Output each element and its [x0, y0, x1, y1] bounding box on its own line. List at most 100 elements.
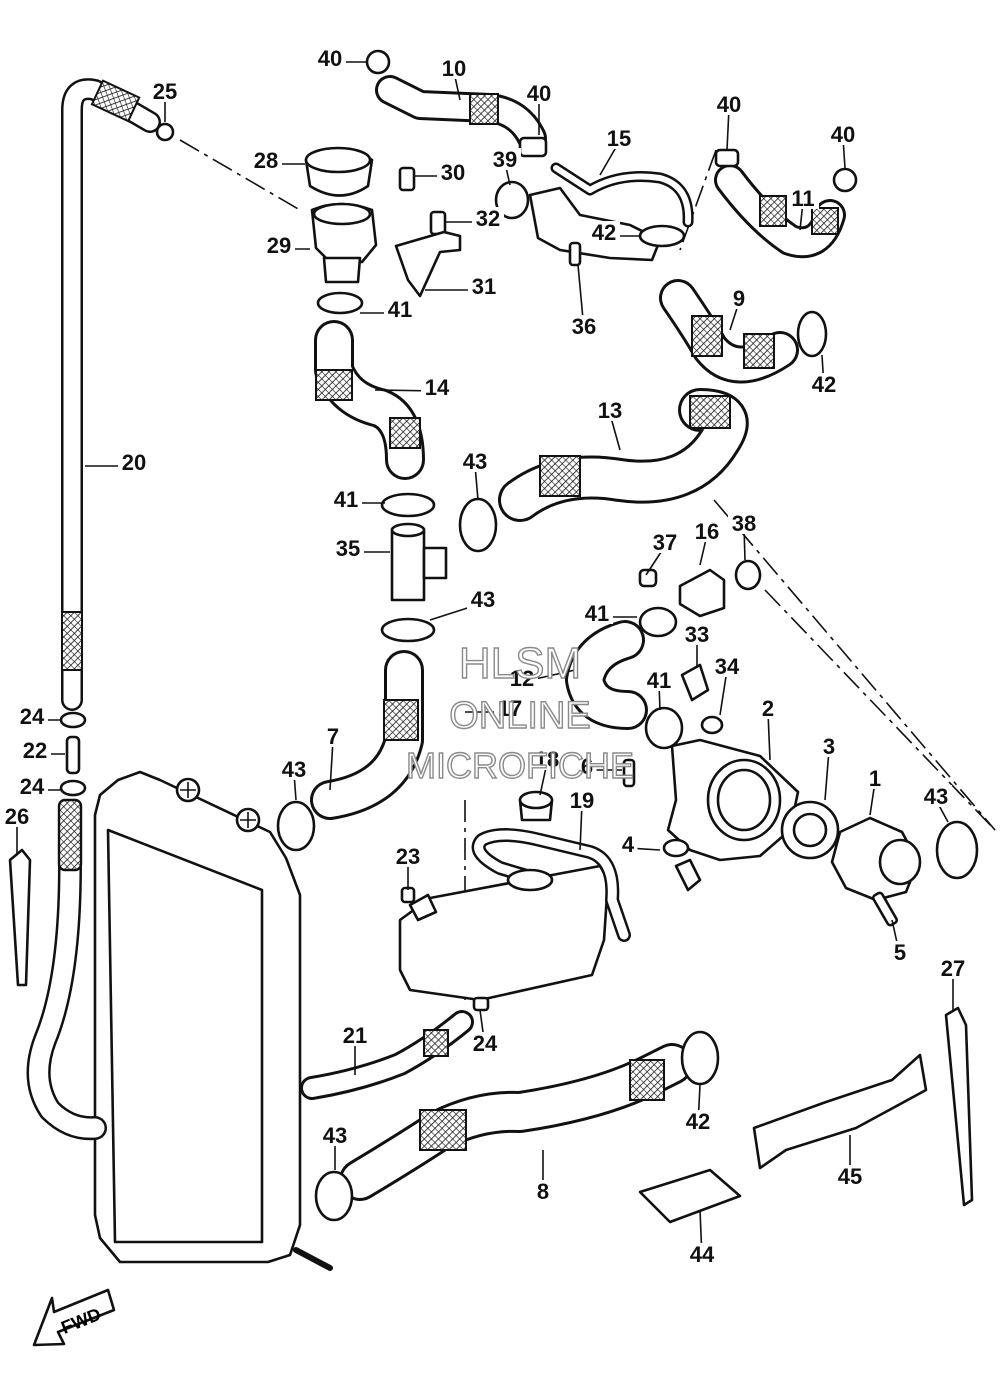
callout-background	[118, 451, 150, 473]
part-callout-39: 39	[493, 147, 517, 172]
part-callout-22: 22	[23, 738, 47, 763]
part-callout-45: 45	[838, 1164, 862, 1189]
part-callout-27: 27	[941, 956, 965, 981]
hose-7	[276, 650, 424, 852]
callout-background	[459, 450, 491, 472]
callout-background	[489, 148, 521, 170]
part-callout-38: 38	[732, 511, 756, 536]
callout-background	[469, 1032, 501, 1054]
callout-background	[472, 207, 504, 229]
part-callout-16: 16	[695, 519, 719, 544]
callout-background	[603, 127, 635, 149]
callout-background	[384, 298, 416, 320]
part-callout-43: 43	[323, 1123, 347, 1148]
callout-background	[278, 758, 310, 780]
labels-and-ties	[638, 1006, 974, 1224]
hose-8	[314, 1030, 720, 1222]
part-callout-40: 40	[318, 46, 342, 71]
small-hose-parts-left	[8, 711, 87, 987]
callout-background	[920, 785, 952, 807]
part-callout-28: 28	[254, 148, 278, 173]
part-callout-29: 29	[267, 233, 291, 258]
part-callout-19: 19	[570, 788, 594, 813]
reservoir-tank	[398, 790, 631, 1002]
callout-background	[531, 748, 563, 770]
callout-background	[681, 623, 713, 645]
part-callout-24: 24	[473, 1031, 498, 1056]
callout-background	[819, 735, 839, 757]
callout-background	[566, 789, 598, 811]
callout-background	[787, 187, 819, 209]
part-callout-8: 8	[537, 1179, 549, 1204]
thermostat-housing-group	[622, 559, 979, 927]
part-callout-37: 37	[653, 530, 677, 555]
fwd-arrow-icon: FWD	[32, 1288, 116, 1347]
leader-line	[719, 669, 728, 716]
part-callout-43: 43	[471, 587, 495, 612]
callout-background	[16, 705, 48, 727]
part-callout-26: 26	[5, 804, 29, 829]
part-callout-24: 24	[20, 704, 45, 729]
part-callout-40: 40	[717, 92, 741, 117]
callout-background	[437, 161, 469, 183]
callout-background	[686, 1243, 718, 1265]
part-callout-11: 11	[791, 186, 814, 211]
hose-14	[314, 291, 425, 480]
part-callout-13: 13	[598, 398, 622, 423]
callout-background	[339, 1024, 371, 1046]
part-callout-41: 41	[334, 487, 358, 512]
leader-line	[824, 749, 830, 801]
callout-background	[438, 57, 470, 79]
callout-background	[691, 520, 723, 542]
part-callout-31: 31	[472, 274, 496, 299]
part-callout-42: 42	[686, 1109, 710, 1134]
callout-background	[568, 315, 600, 337]
callout-background	[594, 399, 626, 421]
part-callout-41: 41	[585, 601, 609, 626]
outlet-pipe-15	[494, 162, 694, 267]
part-callout-5: 5	[894, 940, 906, 965]
part-callout-36: 36	[572, 314, 596, 339]
callout-background	[808, 373, 840, 395]
part-callout-40: 40	[527, 81, 551, 106]
part-callout-18: 18	[535, 747, 559, 772]
part-callout-6: 6	[581, 754, 593, 779]
part-callout-12: 12	[510, 666, 534, 691]
callout-background	[421, 376, 453, 398]
part-callout-9: 9	[733, 286, 745, 311]
watermark-line-1: HLSM	[459, 639, 581, 688]
hose-21	[300, 996, 490, 1100]
part-callout-21: 21	[343, 1023, 367, 1048]
part-callout-23: 23	[396, 844, 420, 869]
part-callout-10: 10	[442, 56, 466, 81]
callout-background	[618, 833, 638, 855]
callout-background	[494, 697, 526, 719]
callout-background	[16, 775, 48, 797]
callout-background	[865, 767, 885, 789]
part-callout-42: 42	[812, 372, 836, 397]
part-callout-32: 32	[476, 206, 500, 231]
callout-background	[834, 1165, 866, 1187]
callout-background	[937, 957, 969, 979]
callout-background	[890, 941, 910, 963]
part-callout-24: 24	[20, 774, 45, 799]
part-callout-3: 3	[823, 734, 835, 759]
watermark: HLSM ONLINE MICROFICHE	[405, 638, 634, 786]
part-callout-20: 20	[122, 450, 146, 475]
callout-background	[588, 221, 620, 243]
callout-background	[330, 488, 362, 510]
hose-12	[565, 606, 684, 750]
callout-background	[533, 1180, 553, 1202]
center-clamps-and-tee	[380, 492, 498, 643]
callout-background	[1, 805, 33, 827]
part-callout-15: 15	[607, 126, 631, 151]
hose-10	[365, 49, 548, 158]
part-callout-42: 42	[592, 220, 616, 245]
callout-numbers: 1234567891011121314151617181920212223242…	[1, 46, 969, 1267]
callout-background	[713, 93, 745, 115]
leader-line	[579, 803, 583, 851]
part-callout-7: 7	[327, 724, 339, 749]
part-callout-43: 43	[463, 449, 487, 474]
part-callout-17: 17	[498, 696, 522, 721]
